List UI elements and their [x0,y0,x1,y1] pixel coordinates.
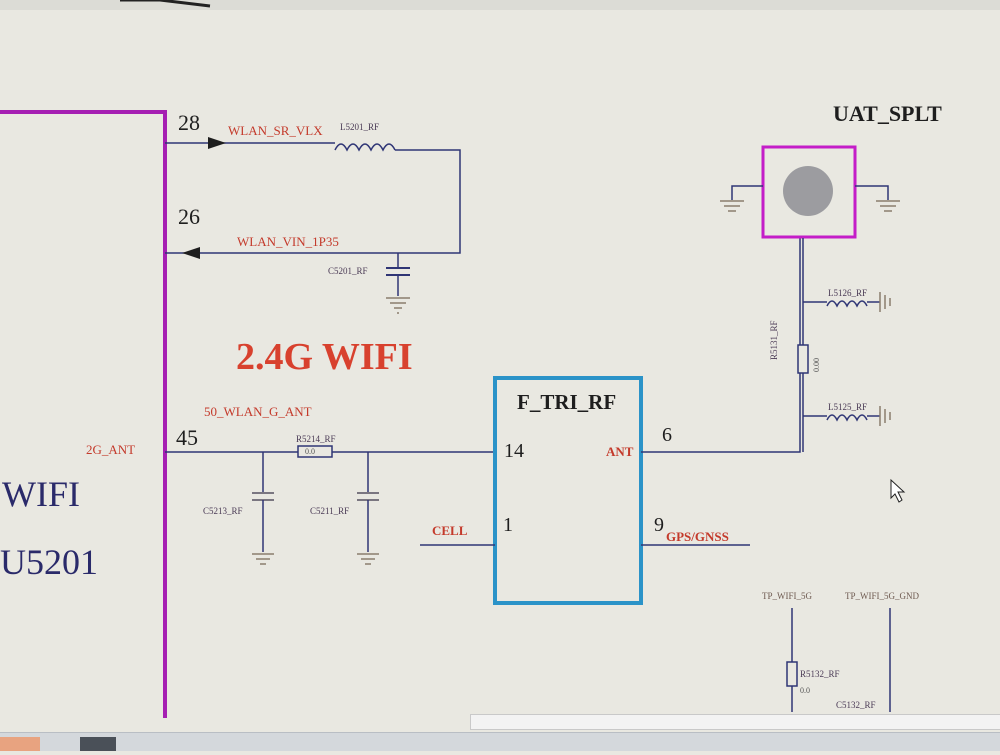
filter-pin-14: 14 [504,440,524,462]
filter-pin-9: 9 [654,514,664,536]
net-2g-ant: 2G_ANT [86,442,136,457]
section-heading: 2.4G WIFI [236,336,413,378]
resistor-r5132 [786,661,798,687]
inductor-l5201 [334,143,396,152]
resistor-r5131 [797,344,809,374]
mouse-cursor-icon [890,478,906,503]
value-r5131: 0.00 [812,358,821,372]
ground-symbol [879,406,891,426]
label-l5125: L5125_RF [828,402,868,412]
filter-name: F_TRI_RF [517,390,617,414]
taskbar [0,732,1000,751]
pin-26: 26 [178,204,200,229]
label-c5132: C5132_RF [836,700,876,710]
ground-symbol [252,553,274,565]
ground-symbol [879,292,891,312]
label-r5132: R5132_RF [800,669,840,679]
filter-pin-1: 1 [503,514,513,536]
partial-title-remnant [120,0,211,8]
label-l5126: L5126_RF [828,288,868,298]
taskbar-app-icon[interactable] [0,737,40,751]
net-tp-wifi-5g-gnd: TP_WIFI_5G_GND [845,591,919,601]
horizontal-scrollbar[interactable] [470,714,1000,730]
filter-ant-label: ANT [606,444,634,459]
net-gps-gnss: GPS/GNSS [666,529,729,544]
ic-label-u5201: U5201 [0,542,98,582]
net-wlan-vin: WLAN_VIN_1P35 [237,234,339,249]
splitter-box [761,145,857,239]
filter-pin-6: 6 [662,424,672,446]
label-c5213: C5213_RF [203,506,243,516]
label-r5214: R5214_RF [296,434,336,444]
value-r5214: 0.0 [305,447,315,456]
net-cell: CELL [432,523,468,538]
net-wlan-g-ant: 50_WLAN_G_ANT [204,404,312,419]
label-r5131: R5131_RF [769,320,779,360]
ground-symbol [357,553,379,565]
top-strip [0,0,1000,10]
resistor-r5214 [297,445,333,458]
filter-box [493,376,643,605]
wire-ant [641,238,801,453]
net-wlan-sr-vlx: WLAN_SR_VLX [228,123,323,138]
pin-28: 28 [178,110,200,135]
wifi-ic-outline [0,110,167,718]
input-arrow [182,247,200,259]
taskbar-window-icon[interactable] [80,737,116,751]
splitter-connector [783,166,833,216]
ic-label-wifi: WIFI [2,474,80,514]
output-arrow [208,137,226,149]
label-c5201: C5201_RF [328,266,368,276]
net-tp-wifi-5g: TP_WIFI_5G [762,591,812,601]
inductor-l5125 [826,414,868,422]
label-l5201: L5201_RF [340,122,380,132]
ground-symbol [876,200,900,212]
label-c5211: C5211_RF [310,506,350,516]
ground-symbol [386,297,410,314]
splitter-name: UAT_SPLT [833,101,942,126]
ground-symbol [720,200,744,212]
pin-45: 45 [176,425,198,450]
wire-l5201-loop [165,149,461,254]
inductor-l5126 [826,300,868,308]
value-r5132: 0.0 [800,686,810,695]
